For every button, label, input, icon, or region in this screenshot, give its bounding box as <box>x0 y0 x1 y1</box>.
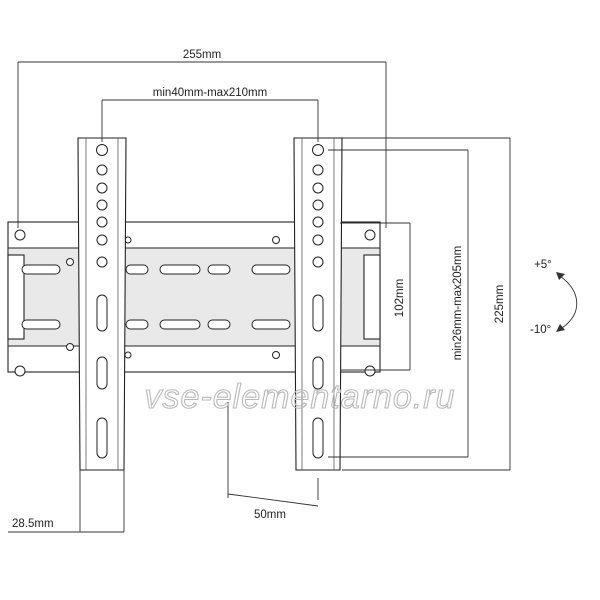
left-notch <box>7 254 25 340</box>
bracket-hole <box>312 234 324 246</box>
dimension-line <box>342 137 511 471</box>
tilt-arrow-down-icon <box>556 324 565 332</box>
profile-depth-label: 28.5mm <box>12 518 54 530</box>
dimension-wall-distance: 50mm <box>227 402 319 521</box>
tilt-arc <box>559 275 578 329</box>
dimension-line <box>340 222 411 371</box>
tilt-indicator: +5° -10° <box>530 259 578 336</box>
slot <box>159 264 201 275</box>
slot <box>21 319 61 330</box>
bracket-slot <box>312 294 324 332</box>
tilt-down-label: -10° <box>530 324 551 336</box>
overall-width-label: 255mm <box>183 49 221 61</box>
slot <box>251 319 291 330</box>
slot <box>125 319 149 330</box>
screw <box>66 258 74 266</box>
bracket-slot <box>312 417 324 459</box>
dimension-line <box>328 149 469 458</box>
dimension-overall-height: 225mm <box>342 137 511 471</box>
bracket-hole <box>96 144 108 156</box>
screw <box>66 343 74 351</box>
corner-hole-tl <box>14 229 26 241</box>
bracket-hole <box>312 164 324 176</box>
dimension-vertical-range: min26mm-max205mm <box>328 149 469 458</box>
right-bracket <box>293 137 343 471</box>
screw <box>124 351 132 359</box>
rail-spacing-label: 102mm <box>394 279 406 317</box>
right-notch <box>363 254 381 340</box>
bracket-hole <box>312 256 324 268</box>
bracket-hole <box>96 199 108 211</box>
bracket-hole <box>96 256 108 268</box>
bracket-hole <box>96 182 108 194</box>
screw <box>272 351 280 359</box>
corner-hole-tr <box>364 229 376 241</box>
bracket-hole <box>96 216 108 228</box>
overall-height-label: 225mm <box>494 285 506 323</box>
bracket-hole <box>96 164 108 176</box>
slot <box>251 264 291 275</box>
dimension-line <box>8 470 125 533</box>
dimension-rail-spacing: 102mm <box>340 222 411 371</box>
left-bracket <box>77 137 127 471</box>
dimension-bracket-spacing: min40mm-max210mm <box>101 87 319 142</box>
dimension-line <box>101 99 319 142</box>
bracket-slot <box>96 294 108 332</box>
slot <box>159 319 201 330</box>
left-bracket-flange <box>85 138 119 470</box>
screw <box>272 236 280 244</box>
watermark-text: vse-elementarno.ru <box>145 378 456 416</box>
bracket-slot <box>312 356 324 390</box>
bracket-hole <box>312 144 324 156</box>
slot <box>207 319 231 330</box>
corner-hole-bl <box>14 365 26 377</box>
wall-distance-label: 50mm <box>254 509 286 521</box>
dimension-line <box>227 402 319 507</box>
right-bracket-flange <box>301 138 335 470</box>
dimension-overall-width: 255mm <box>17 49 387 228</box>
slot <box>125 264 149 275</box>
bracket-hole <box>312 182 324 194</box>
bracket-slot <box>96 356 108 390</box>
bracket-spacing-label: min40mm-max210mm <box>153 87 267 99</box>
bracket-hole <box>312 216 324 228</box>
bracket-hole <box>312 199 324 211</box>
bracket-hole <box>96 234 108 246</box>
dimension-line <box>17 61 387 228</box>
vertical-range-label: min26mm-max205mm <box>452 246 464 360</box>
slot <box>21 264 61 275</box>
tilt-arrow-up-icon <box>556 272 565 280</box>
slot <box>207 264 231 275</box>
corner-hole-br <box>364 365 376 377</box>
dimension-profile-depth: 28.5mm <box>8 470 125 533</box>
bracket-slot <box>96 417 108 459</box>
tilt-up-label: +5° <box>534 259 552 271</box>
